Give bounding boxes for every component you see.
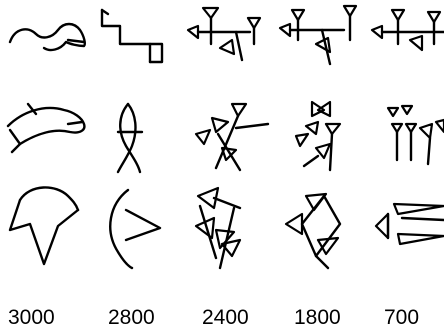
year-label-3000: 3000 [8,306,55,330]
year-label-2400: 2400 [202,306,249,330]
ox-2800-glyph [110,190,160,268]
ox-1800-glyph [286,194,340,268]
ox-700-glyph [376,204,444,244]
ox-2400-glyph [196,188,240,268]
year-label-2800: 2800 [108,306,155,330]
ox-3000-glyph [10,187,78,264]
bird-3000-glyph [10,24,85,50]
fish-1800-glyph [296,102,340,170]
year-label-1800: 1800 [294,306,341,330]
bird-2800-glyph [102,10,162,62]
year-label-700: 700 [384,306,419,330]
bird-1800-glyph [280,6,356,64]
bird-2400-glyph [188,8,260,60]
fish-2400-glyph [196,104,268,170]
fish-700-glyph [388,106,444,164]
fish-3000-glyph [8,104,84,152]
fish-2800-glyph [118,104,142,172]
bird-700-glyph [372,10,444,50]
